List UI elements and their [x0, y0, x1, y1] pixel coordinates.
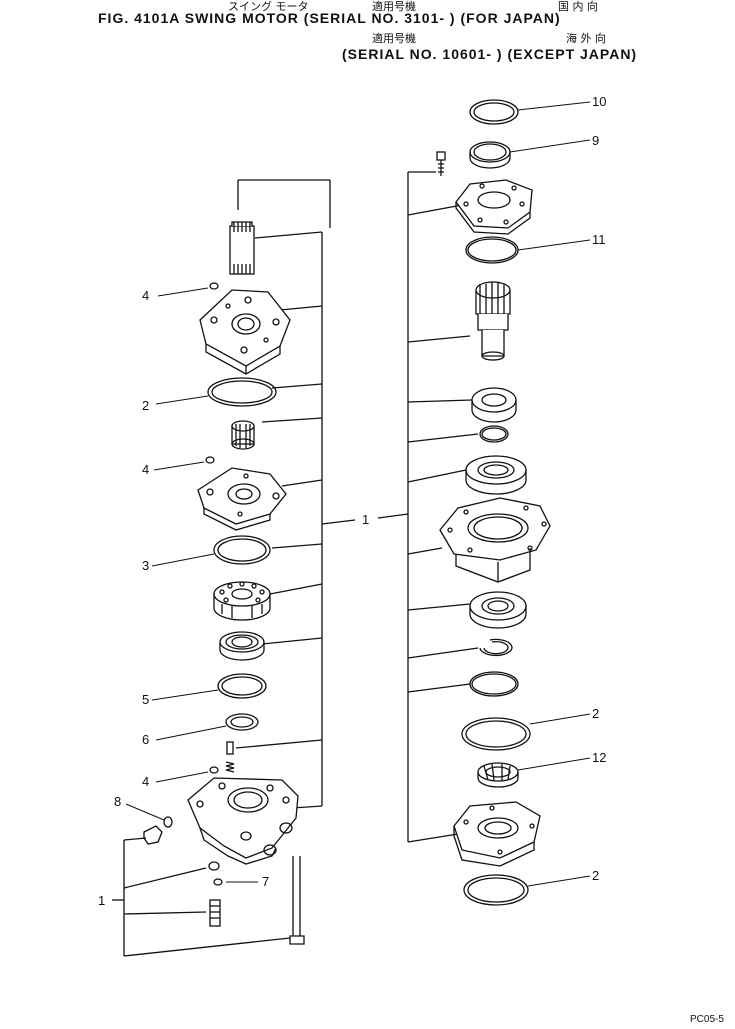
o-ring-2-bottom: [463, 874, 529, 906]
callout-6: 6: [142, 732, 149, 747]
header-kana-2a: 適用号機: [372, 32, 416, 45]
bearing-middle: [465, 455, 527, 495]
small-pin-4c: [209, 766, 219, 774]
o-ring-3: [213, 535, 271, 565]
o-ring-8: [163, 816, 173, 828]
spring: [225, 761, 235, 773]
seal-10: [469, 99, 519, 125]
cylinder-block: [213, 581, 271, 621]
pin: [226, 741, 234, 755]
header-kana-1c: 国 内 向: [558, 0, 598, 13]
output-shaft: [475, 281, 511, 361]
flange: [453, 801, 541, 867]
callout-1-lower-left: 1: [98, 893, 105, 908]
left-group-bracket: [235, 179, 356, 809]
callout-9: 9: [592, 133, 599, 148]
ring-9: [469, 141, 511, 169]
callout-1-center: 1: [362, 512, 369, 527]
o-ring-5: [217, 673, 267, 699]
small-pin-4b: [205, 456, 215, 464]
callout-2-upper: 2: [142, 398, 149, 413]
callout-4-middle: 4: [142, 462, 149, 477]
small-o-ring: [479, 425, 509, 443]
leader-lines: [125, 101, 591, 887]
drive-shaft: [229, 221, 255, 275]
o-ring-11: [465, 236, 519, 264]
callout-5: 5: [142, 692, 149, 707]
callout-3: 3: [142, 558, 149, 573]
callout-11: 11: [592, 232, 606, 247]
o-ring-2-upper: [207, 377, 277, 407]
lower-left-bracket: [112, 837, 291, 957]
roller-bearing-12: [477, 762, 519, 788]
gear-case: [439, 497, 551, 583]
callout-4-lower: 4: [142, 774, 149, 789]
drawing-code: PC05-5: [690, 1014, 724, 1025]
relief-screw: [209, 899, 221, 927]
small-gear: [231, 420, 255, 450]
small-ring: [208, 861, 220, 871]
bearing-lower: [469, 591, 527, 629]
o-ring-2-right: [461, 717, 531, 751]
callout-2-bottom: 2: [592, 868, 599, 883]
retainer-plate: [219, 631, 265, 661]
callout-7: 7: [262, 874, 269, 889]
callout-2-right: 2: [592, 706, 599, 721]
small-pin-4a: [209, 282, 219, 290]
callout-4-upper: 4: [142, 288, 149, 303]
header-kana-2b: 海 外 向: [566, 32, 606, 45]
header-kana-1b: 適用号機: [372, 0, 416, 13]
header-title-line2: (SERIAL NO. 10601- ) (EXCEPT JAPAN): [342, 46, 638, 62]
long-bolt: [289, 856, 305, 945]
callout-10: 10: [592, 94, 606, 109]
cover-bolt: [436, 151, 446, 176]
bearing-upper: [471, 387, 517, 423]
header-kana-1a: スイング モータ: [228, 0, 309, 13]
cover-plate: [455, 179, 533, 235]
callout-8: 8: [114, 794, 121, 809]
snap-ring: [479, 638, 513, 657]
ring-6: [225, 713, 259, 731]
plug: [143, 825, 163, 845]
valve-plate-middle: [197, 467, 287, 531]
o-ring-7: [213, 878, 223, 886]
valve-plate-upper: [199, 289, 291, 375]
callout-12: 12: [592, 750, 606, 765]
header-title-line1: FIG. 4101A SWING MOTOR (SERIAL NO. 3101-…: [98, 10, 561, 26]
right-group-bracket: [377, 171, 479, 843]
motor-housing: [187, 777, 299, 865]
o-ring-lower: [469, 671, 519, 697]
